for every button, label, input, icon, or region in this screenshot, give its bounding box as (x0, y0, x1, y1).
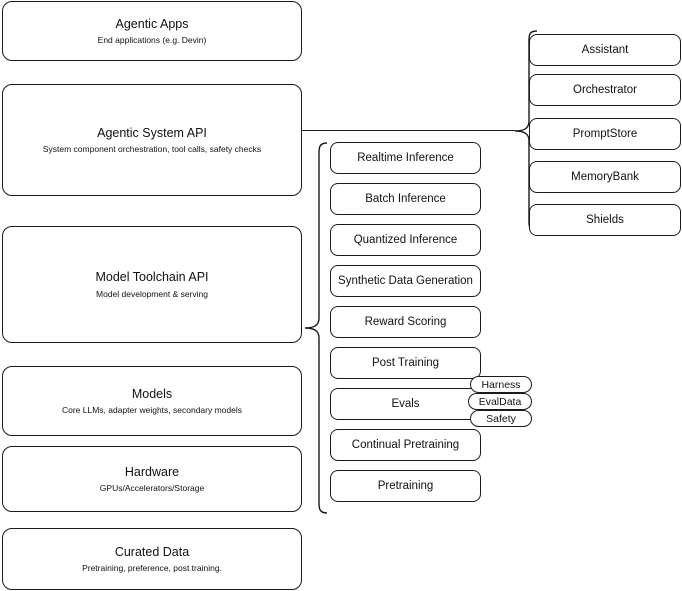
system-item-label: Orchestrator (573, 84, 637, 96)
toolchain-item-reward-scoring[interactable]: Reward Scoring (330, 306, 481, 338)
toolchain-item-realtime-inference[interactable]: Realtime Inference (330, 142, 481, 174)
layer-box-models[interactable]: Models Core LLMs, adapter weights, secon… (2, 366, 302, 436)
evals-badge-evaldata[interactable]: EvalData (468, 393, 532, 410)
system-item-label: Assistant (581, 44, 629, 56)
system-item-assistant[interactable]: Assistant (529, 34, 681, 66)
toolchain-item-label: Reward Scoring (364, 316, 447, 328)
toolchain-item-quantized-inference[interactable]: Quantized Inference (330, 224, 481, 256)
layer-box-hardware[interactable]: Hardware GPUs/Accelerators/Storage (2, 446, 302, 512)
system-item-memorybank[interactable]: MemoryBank (529, 161, 681, 193)
toolchain-item-evals[interactable]: Evals (330, 388, 481, 420)
layer-subtitle: GPUs/Accelerators/Storage (99, 483, 205, 494)
evals-badge-label: Safety (486, 412, 516, 425)
layer-title: Agentic Apps (115, 16, 189, 31)
layer-box-curated-data[interactable]: Curated Data Pretraining, preference, po… (2, 528, 302, 590)
toolchain-item-continual-pretraining[interactable]: Continual Pretraining (330, 429, 481, 461)
system-item-label: MemoryBank (571, 171, 639, 183)
layer-subtitle: System component orchestration, tool cal… (42, 144, 262, 155)
toolchain-item-synthetic-data-generation[interactable]: Synthetic Data Generation (330, 265, 481, 297)
toolchain-item-label: Post Training (371, 357, 440, 369)
layer-box-agentic-system-api[interactable]: Agentic System API System component orch… (2, 84, 302, 196)
brace-toolchain (303, 142, 329, 514)
toolchain-item-label: Batch Inference (365, 193, 446, 205)
layer-subtitle: Pretraining, preference, post training. (82, 563, 222, 574)
toolchain-item-label: Quantized Inference (353, 234, 458, 246)
layer-box-model-toolchain-api[interactable]: Model Toolchain API Model development & … (2, 226, 302, 343)
evals-badge-safety[interactable]: Safety (470, 410, 532, 427)
toolchain-item-label: Synthetic Data Generation (338, 275, 473, 287)
toolchain-item-pretraining[interactable]: Pretraining (330, 470, 481, 502)
layer-subtitle: Model development & serving (96, 288, 208, 299)
toolchain-item-batch-inference[interactable]: Batch Inference (330, 183, 481, 215)
toolchain-item-label: Continual Pretraining (351, 439, 460, 451)
evals-badge-harness[interactable]: Harness (470, 376, 532, 393)
system-item-shields[interactable]: Shields (529, 204, 681, 236)
layer-box-agentic-apps[interactable]: Agentic Apps End applications (e.g. Devi… (2, 1, 302, 61)
toolchain-item-label: Realtime Inference (357, 152, 454, 164)
toolchain-item-post-training[interactable]: Post Training (330, 347, 481, 379)
system-item-orchestrator[interactable]: Orchestrator (529, 74, 681, 106)
connector-line-system-api (302, 130, 515, 131)
layer-title: Model Toolchain API (95, 270, 209, 285)
system-item-label: PromptStore (572, 128, 638, 140)
layer-title: Curated Data (114, 544, 190, 559)
system-item-promptstore[interactable]: PromptStore (529, 118, 681, 150)
evals-badge-label: Harness (481, 378, 521, 391)
toolchain-item-label: Pretraining (377, 480, 434, 492)
layer-title: Hardware (124, 464, 180, 479)
layer-title: Models (131, 386, 173, 401)
system-item-label: Shields (586, 214, 624, 226)
toolchain-item-label: Evals (391, 398, 420, 410)
layer-subtitle: End applications (e.g. Devin) (97, 35, 207, 46)
evals-badge-label: EvalData (478, 395, 522, 408)
layer-title: Agentic System API (97, 125, 207, 140)
layer-subtitle: Core LLMs, adapter weights, secondary mo… (61, 405, 242, 416)
